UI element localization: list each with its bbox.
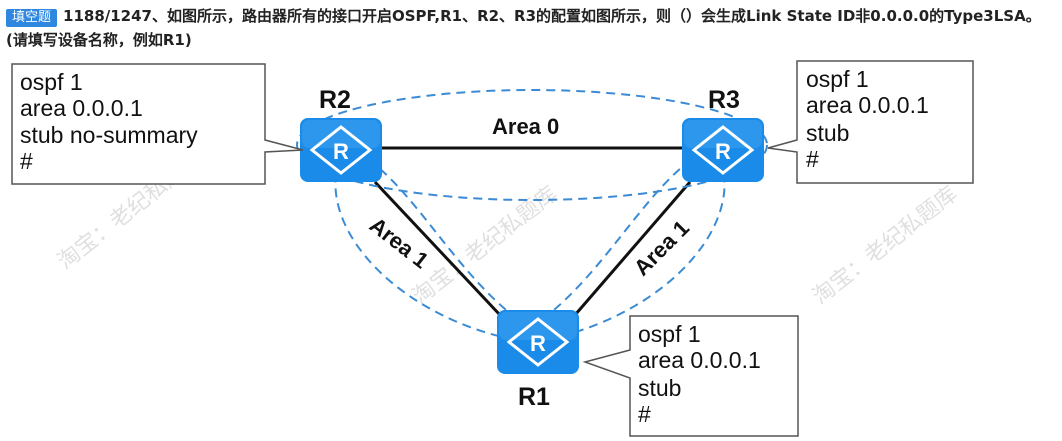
area0-outline	[296, 89, 768, 201]
config-line: stub no-summary	[20, 122, 198, 148]
config-line: stub	[638, 375, 681, 401]
area-label-r2-r1: Area 1	[365, 212, 433, 273]
area-label-r2-r3: Area 0	[492, 114, 559, 139]
question-body: 1188/1247、如图所示，路由器所有的接口开启OSPF,R1、R2、R3的配…	[6, 7, 1041, 49]
router-r3-label: R3	[708, 86, 740, 114]
config-line: area 0.0.0.1	[806, 92, 929, 118]
area-label-r3-r1: Area 1	[629, 215, 694, 280]
config-line: ospf 1	[20, 69, 83, 95]
config-line: stub	[806, 120, 849, 146]
config-line: #	[638, 401, 651, 427]
config-box-r1: ospf 1 area 0.0.0.1 stub #	[582, 315, 799, 437]
link-r3-r1	[573, 181, 692, 316]
config-line: #	[806, 146, 819, 172]
config-line: ospf 1	[638, 321, 701, 347]
config-box-r2: ospf 1 area 0.0.0.1 stub no-summary #	[11, 63, 304, 185]
config-line: area 0.0.0.1	[638, 347, 761, 373]
router-r2-label: R2	[319, 86, 351, 114]
config-box-r3: ospf 1 area 0.0.0.1 stub #	[767, 60, 974, 184]
router-r2-icon	[298, 116, 384, 184]
router-r2: R2	[298, 86, 384, 184]
config-line: area 0.0.0.1	[20, 95, 143, 121]
area1-outline-left	[334, 143, 561, 346]
router-r3-icon	[680, 116, 766, 184]
router-r1: R1	[495, 308, 581, 411]
router-r3: R3	[680, 86, 766, 184]
config-line: #	[20, 148, 33, 174]
area1-outline-right	[499, 143, 726, 346]
watermark: 淘宝：老纪私题库	[808, 182, 962, 310]
config-line: ospf 1	[806, 66, 869, 92]
router-r1-label: R1	[518, 383, 550, 411]
link-r2-r1	[373, 180, 502, 317]
question-type-badge: 填空题	[6, 9, 58, 27]
router-r1-icon	[495, 308, 581, 376]
area-outlines	[296, 89, 768, 346]
links	[373, 146, 692, 317]
